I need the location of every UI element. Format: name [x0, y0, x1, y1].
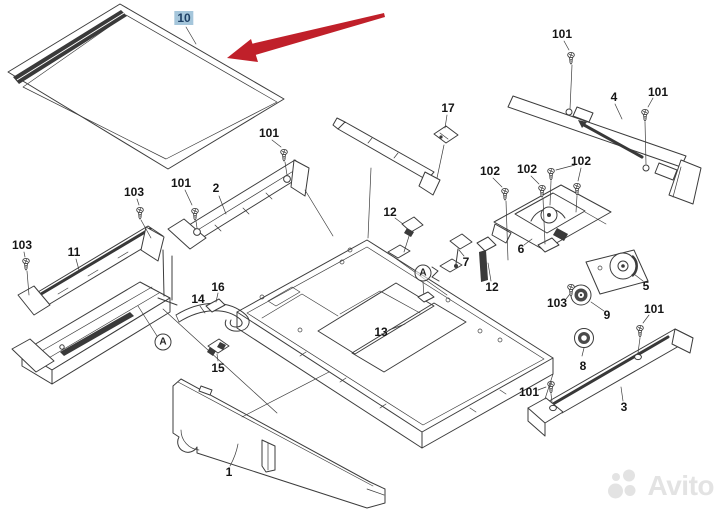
watermark-text: Avito — [647, 470, 715, 501]
part-label-16: 16 — [211, 280, 225, 294]
part-label-6: 6 — [517, 242, 525, 256]
part-15-clip — [207, 338, 230, 362]
part-10-copyboard-glass — [7, 3, 285, 170]
part-label-103-a: 103 — [123, 185, 145, 199]
part-label-2: 2 — [212, 181, 220, 195]
part-7-bracket — [449, 233, 473, 268]
part-label-13: 13 — [374, 325, 388, 339]
marker-a2-pointer — [417, 266, 440, 303]
part-16-pad — [205, 292, 226, 313]
part-1-cover — [172, 378, 386, 509]
part-label-103-c: 103 — [546, 296, 568, 310]
part-label-4: 4 — [610, 90, 618, 104]
part-label-103-b: 103 — [11, 238, 33, 252]
part-12-bracket-right — [476, 236, 497, 282]
part-label-7: 7 — [462, 255, 470, 269]
part-label-8: 8 — [579, 359, 587, 373]
alignment-lines — [162, 167, 554, 418]
pointer-arrow — [227, 13, 385, 62]
part-4-bar — [507, 95, 702, 205]
part-label-101-a: 101 — [170, 176, 192, 190]
part-label-11: 11 — [67, 245, 81, 259]
part-label-10: 10 — [174, 11, 194, 25]
part-9-pulley — [565, 284, 605, 312]
part-5-motor — [585, 249, 649, 295]
marker-a-carriage: A — [154, 333, 172, 351]
marker-a-chassis: A — [414, 264, 432, 282]
carriage-assembly — [11, 249, 178, 385]
part-label-102-a: 102 — [479, 164, 501, 178]
part-17-bracket — [332, 114, 459, 196]
part-11-rail — [17, 225, 165, 316]
screws-and-leaders — [22, 40, 654, 403]
part-label-101-f: 101 — [518, 385, 540, 399]
part-12-bracket-left — [394, 216, 424, 253]
part-13-chassis — [236, 239, 554, 449]
avito-logo-icon — [607, 469, 636, 499]
part-label-101-c: 101 — [551, 27, 573, 41]
part-label-102-c: 102 — [570, 154, 592, 168]
part-label-101-b: 101 — [258, 126, 280, 140]
watermark: Avito — [607, 469, 715, 503]
part-2-rail — [167, 159, 310, 250]
part-label-101-e: 101 — [643, 302, 665, 316]
part-label-101-d: 101 — [647, 85, 669, 99]
part-6-assembly — [491, 184, 612, 253]
part-label-12-b: 12 — [485, 280, 499, 294]
part-label-12-a: 12 — [383, 205, 397, 219]
part-label-17: 17 — [441, 101, 455, 115]
part-8-pulley — [574, 328, 594, 357]
part-label-5: 5 — [642, 279, 650, 293]
part-3-rail — [527, 328, 694, 437]
part-label-15: 15 — [211, 361, 225, 375]
part-label-1: 1 — [225, 465, 233, 479]
part-label-3: 3 — [620, 400, 628, 414]
part-label-14: 14 — [191, 292, 205, 306]
part-label-102-b: 102 — [516, 162, 538, 176]
part-label-9: 9 — [603, 308, 611, 322]
